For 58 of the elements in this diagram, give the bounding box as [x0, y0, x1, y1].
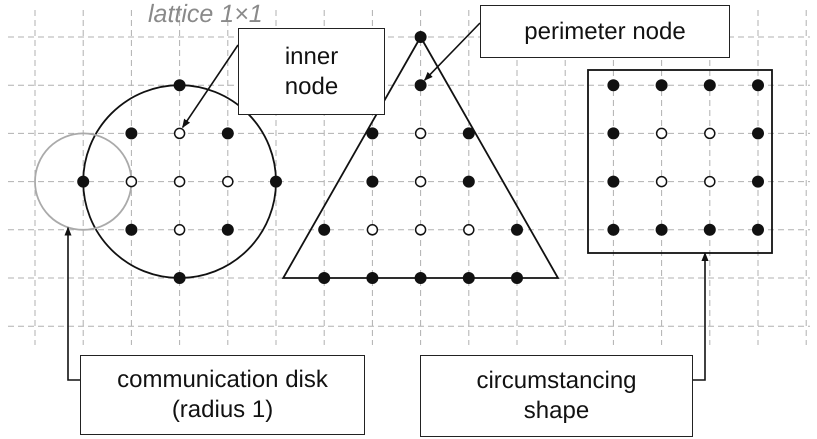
lattice-node-dot [656, 176, 668, 188]
lattice-node-dot [174, 224, 186, 236]
lattice-node-dot [366, 224, 378, 236]
lattice-node-dot [414, 272, 427, 284]
lattice-node-dot [511, 224, 523, 236]
lattice-node-dot [607, 176, 620, 188]
lattice-node-dot [366, 127, 378, 140]
lattice-node-dot [704, 176, 716, 188]
lattice-node-dot [126, 176, 138, 188]
lattice-node-dot [222, 176, 234, 188]
lattice-node-dot [462, 127, 475, 140]
callout-label: communication disk (radius 1) [80, 355, 365, 435]
lattice-node-dot [462, 272, 475, 284]
lattice-node-dot [318, 224, 330, 236]
lattice-node-dot [222, 224, 234, 236]
lattice-node-dot [174, 79, 186, 92]
lattice-node-dot [656, 224, 668, 236]
lattice-node-dot [704, 79, 716, 92]
leader-arrow [424, 22, 481, 81]
lattice-node-dot [125, 224, 138, 236]
lattice-node-dot [752, 127, 764, 140]
leader-arrow [693, 252, 709, 381]
perimeter-node-dot [414, 79, 427, 92]
lattice-node-dot [656, 79, 668, 92]
callout-label: inner node [238, 28, 385, 115]
lattice-node-dot [174, 176, 186, 188]
callout-label: circumstancing shape [420, 355, 693, 437]
lattice-node-dot [414, 128, 426, 140]
lattice-node-dot [752, 176, 764, 188]
lattice-node-dot [607, 79, 620, 92]
lattice-node-dot [366, 176, 378, 188]
lattice-node-dot [222, 127, 234, 140]
lattice-node-dot [174, 272, 186, 284]
lattice-node-dot [656, 128, 668, 140]
callout-label: perimeter node [480, 5, 730, 58]
lattice-node-dot [318, 272, 330, 284]
lattice-node-dot [511, 272, 523, 284]
lattice-label: lattice 1×1 [148, 0, 263, 29]
lattice-node-dot [125, 127, 138, 140]
lattice-node-dot [607, 224, 620, 236]
inner-node-dot [174, 128, 186, 140]
lattice-node-dot [752, 79, 764, 92]
lattice-node-dot [704, 128, 716, 140]
lattice-node-dot [607, 127, 620, 140]
lattice-node-dot [77, 176, 90, 188]
lattice-node-dot [270, 176, 282, 188]
lattice-node-dot [366, 272, 378, 284]
circumstancing-square [587, 69, 773, 254]
lattice-node-dot [414, 176, 426, 188]
lattice-node-dot [752, 224, 764, 236]
leader-arrow [182, 44, 239, 128]
communication-disk-circle [34, 132, 132, 231]
lattice-node-dot [704, 224, 716, 236]
leader-arrow [64, 226, 80, 381]
lattice-node-dot [414, 224, 426, 236]
lattice-node-dot [462, 176, 475, 188]
lattice-node-dot [463, 224, 475, 236]
lattice-node-dot [414, 31, 427, 43]
